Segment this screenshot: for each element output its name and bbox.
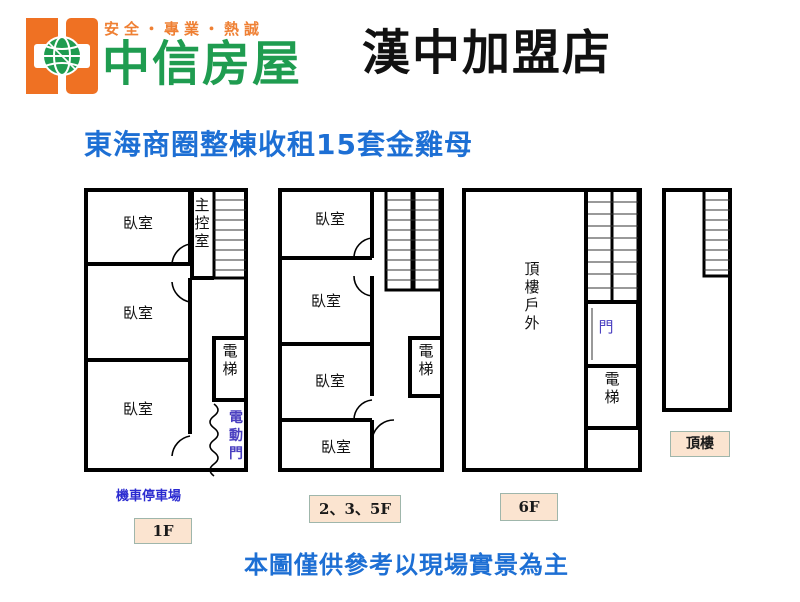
plan-1f: 主控室 臥室 臥室 臥室 電梯: [84, 188, 248, 477]
floorplan-area: .w { stroke:#000; stroke-width:4; fill:n…: [0, 178, 800, 488]
plan-235f: 臥室 臥室 臥室 臥室 電梯: [278, 188, 444, 472]
disclaimer-text: 本圖僅供參考以現場實景為主: [244, 551, 569, 579]
room-label-rooftop-outdoor: 頂樓戶外: [524, 260, 543, 332]
header: 安全・專業・熱誠 中信房屋 漢中加盟店: [0, 0, 800, 112]
page-title: 東海商圈整棟收租15套金雞母: [84, 128, 473, 161]
brand-tagline: 安全・專業・熱誠: [104, 20, 265, 38]
room-label-bedroom-235f-2: 臥室: [311, 292, 341, 310]
plan-6f: 頂樓戶外 門 電梯: [462, 188, 642, 472]
plan-rooftop: [662, 188, 732, 412]
stairs-235f: [386, 199, 440, 281]
room-label-control-1f: 主控室: [194, 196, 211, 250]
note-motorcycle-parking: 機車停車場: [116, 489, 182, 504]
brand-name: 中信房屋: [102, 36, 303, 92]
stairs-6f: [586, 201, 638, 289]
room-label-bedroom-235f-1: 臥室: [315, 210, 345, 228]
elevator-6f: [584, 364, 640, 430]
note-power-door: 電動門: [229, 409, 243, 462]
room-label-bedroom-1f-1: 臥室: [123, 214, 153, 232]
brand-logo: [24, 16, 102, 98]
room-label-bedroom-235f-4: 臥室: [321, 438, 351, 456]
store-name: 漢中加盟店: [362, 25, 613, 81]
globe-logo-icon: [26, 18, 98, 94]
floor-tag-1f[interactable]: 1F: [134, 518, 192, 544]
floorplan-svg: .w { stroke:#000; stroke-width:4; fill:n…: [84, 188, 732, 477]
room-label-elevator-6f: 電梯: [604, 370, 619, 406]
elevator-1f: [212, 336, 248, 402]
floor-tag-235f[interactable]: 2、3、5F: [309, 495, 401, 523]
room-label-door-6f: 門: [598, 318, 613, 336]
room-label-elevator-235f: 電梯: [418, 342, 433, 378]
room-label-bedroom-235f-3: 臥室: [315, 372, 345, 390]
room-label-bedroom-1f-2: 臥室: [123, 304, 153, 322]
floor-tag-6f[interactable]: 6F: [500, 493, 558, 521]
floor-tag-rooftop[interactable]: 頂樓: [670, 431, 730, 457]
room-label-elevator-1f: 電梯: [222, 342, 237, 378]
stairs-rooftop: [704, 199, 730, 271]
room-label-bedroom-1f-3: 臥室: [123, 400, 153, 418]
stairs-1f: [214, 199, 246, 271]
